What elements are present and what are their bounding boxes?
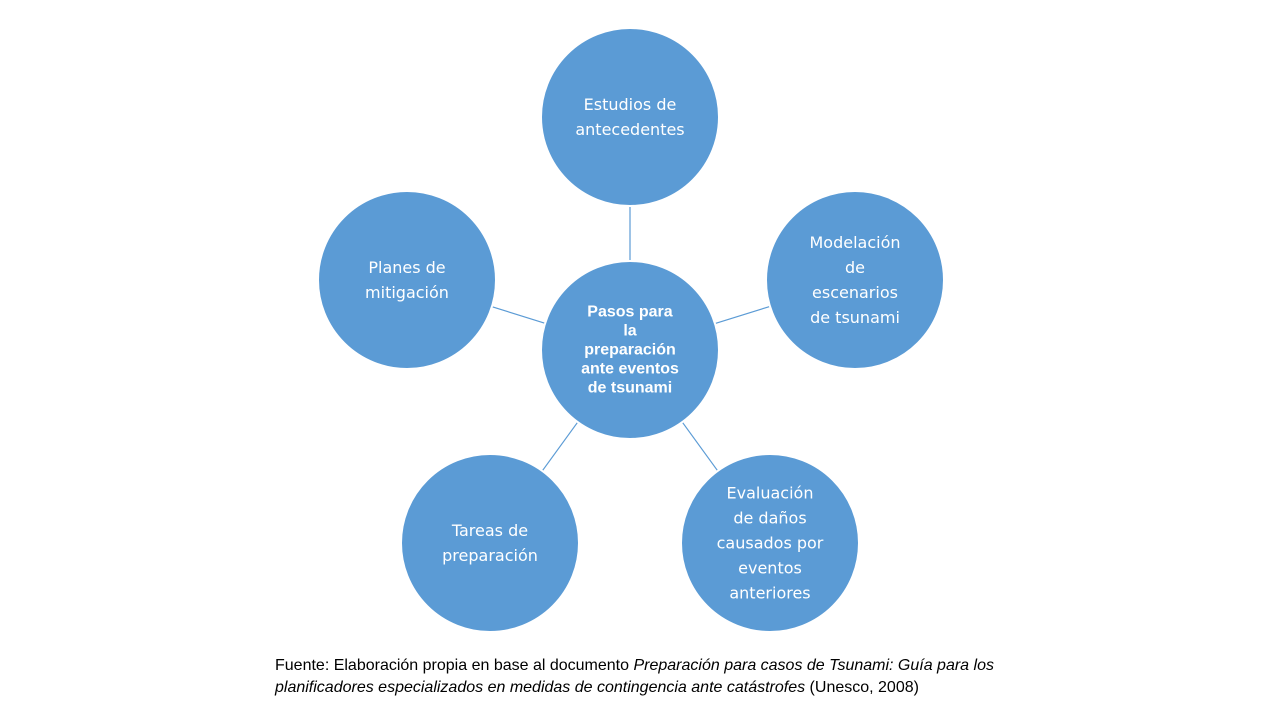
node-modelacion-circle: [765, 190, 945, 370]
connector-evaluacion: [681, 421, 719, 472]
connectors: [491, 206, 771, 472]
node-tareas-circle: [400, 453, 580, 633]
connector-modelacion: [714, 305, 771, 325]
node-evaluacion: Evaluación de daños causados por eventos ant…: [680, 453, 860, 633]
node-planes-circle: [317, 190, 497, 370]
node-estudios-label-line: Estudios de: [584, 95, 677, 114]
center-node-label-line: preparación: [584, 342, 676, 359]
source-caption: Fuente: Elaboración propia en base al do…: [275, 655, 1095, 699]
node-modelacion: Modelación de escenarios de tsunami: [765, 190, 945, 370]
center-node-circle: [540, 260, 720, 440]
caption-title: Preparación para casos de Tsunami: Guía …: [275, 657, 994, 696]
center-node-label-line: Pasos para: [587, 304, 672, 321]
node-evaluacion-label-line: de daños: [733, 509, 806, 528]
node-modelacion-label-line: Modelación: [809, 233, 900, 252]
center-node-label-line: de tsunami: [588, 380, 672, 397]
node-modelacion-label-line: escenarios: [812, 283, 898, 302]
node-tareas-label-line: Tareas de: [451, 521, 528, 540]
node-planes-label-line: mitigación: [365, 283, 449, 302]
node-modelacion-label-line: de tsunami: [810, 308, 900, 327]
connector-tareas: [541, 421, 579, 472]
node-modelacion-label-line: de: [845, 258, 865, 277]
node-estudios-label-line: antecedentes: [575, 120, 684, 139]
node-planes-label-line: Planes de: [368, 258, 445, 277]
caption-prefix: Fuente: Elaboración propia en base al do…: [275, 657, 634, 674]
node-evaluacion-label-line: causados por: [717, 534, 824, 553]
center-node-label-line: ante eventos: [581, 361, 679, 378]
node-tareas-label-line: preparación: [442, 546, 538, 565]
node-evaluacion-label-line: eventos: [738, 559, 802, 578]
node-estudios-circle: [540, 27, 720, 207]
node-evaluacion-label-line: anteriores: [729, 584, 810, 603]
center-node: Pasos para la preparación ante eventos de ts…: [540, 260, 720, 440]
connector-planes: [491, 306, 546, 324]
node-tareas: Tareas de preparación: [400, 453, 580, 633]
node-planes: Planes de mitigación: [317, 190, 497, 370]
center-node-label-line: la: [623, 323, 636, 340]
caption-suffix: (Unesco, 2008): [805, 679, 919, 696]
node-evaluacion-label-line: Evaluación: [727, 484, 814, 503]
node-evaluacion-circle: [680, 453, 860, 633]
node-estudios: Estudios de antecedentes: [540, 27, 720, 207]
